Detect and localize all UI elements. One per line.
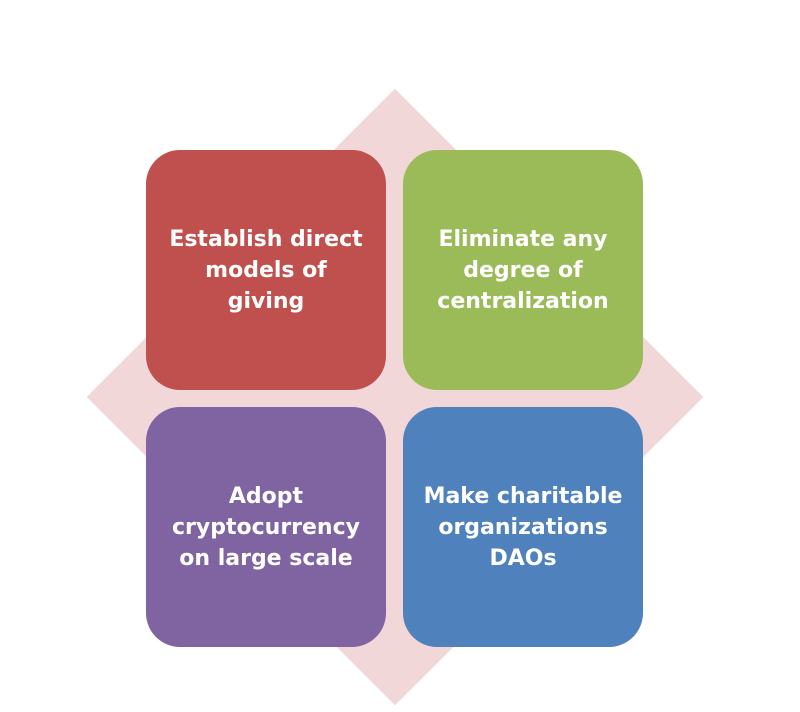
- box-establish-direct-models: Establish direct models of giving: [146, 150, 386, 390]
- box-label: Adopt cryptocurrency on large scale: [172, 483, 360, 571]
- box-eliminate-centralization: Eliminate any degree of centralization: [403, 150, 643, 390]
- box-charitable-daos: Make charitable organizations DAOs: [403, 407, 643, 647]
- box-label: Make charitable organizations DAOs: [423, 483, 623, 571]
- box-adopt-cryptocurrency: Adopt cryptocurrency on large scale: [146, 407, 386, 647]
- box-label: Establish direct models of giving: [169, 226, 363, 314]
- box-label: Eliminate any degree of centralization: [437, 226, 609, 314]
